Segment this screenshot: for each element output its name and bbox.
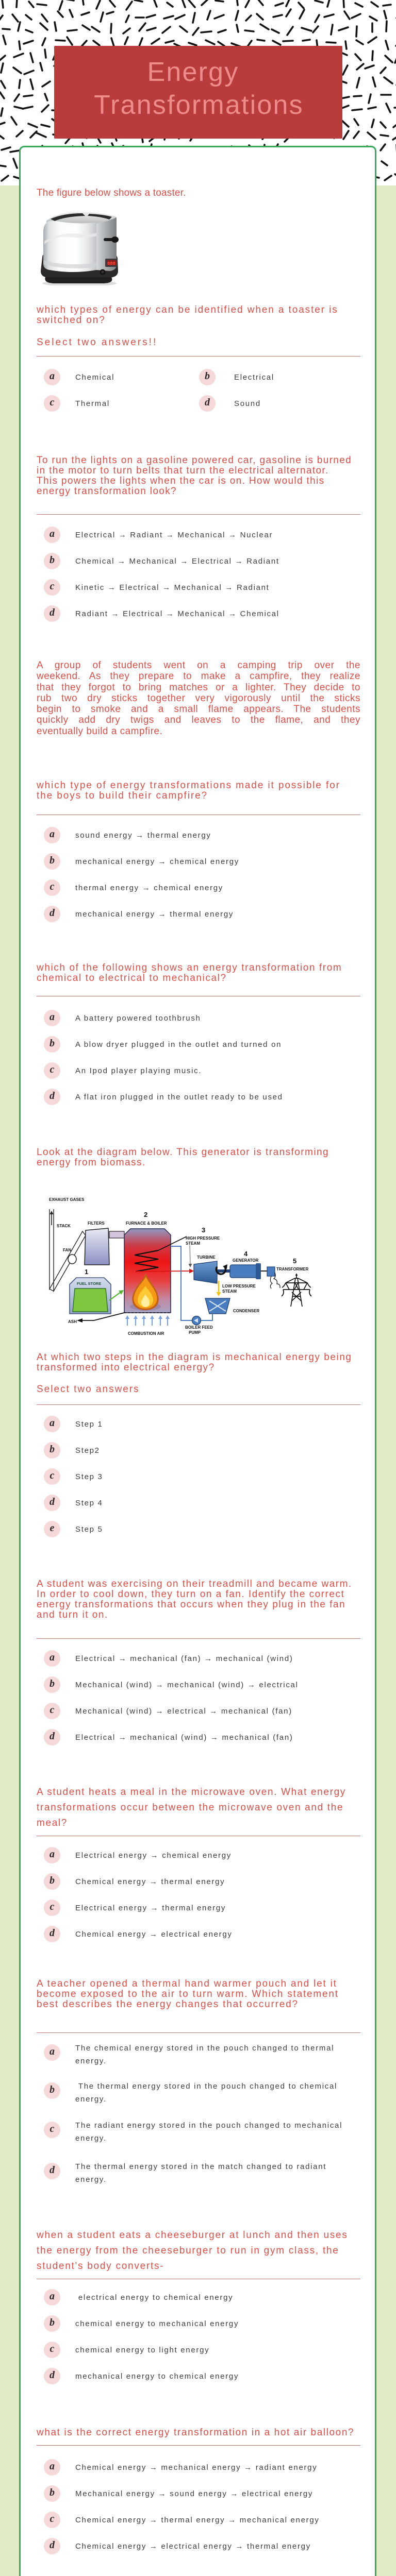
svg-text:TRANSFORMER: TRANSFORMER bbox=[276, 1267, 308, 1272]
svg-text:LOW PRESSURE: LOW PRESSURE bbox=[222, 1284, 256, 1289]
svg-text:3: 3 bbox=[202, 1226, 205, 1234]
svg-text:PUMP: PUMP bbox=[189, 1330, 201, 1335]
svg-text:FILTERS: FILTERS bbox=[88, 1221, 105, 1226]
svg-text:1: 1 bbox=[85, 1268, 88, 1276]
svg-text:HIGH PRESSURE: HIGH PRESSURE bbox=[186, 1236, 220, 1241]
svg-text:FAN: FAN bbox=[63, 1248, 71, 1252]
svg-text:TURBINE: TURBINE bbox=[197, 1255, 216, 1260]
svg-text:FURNACE & BOILER: FURNACE & BOILER bbox=[126, 1221, 167, 1226]
svg-text:5: 5 bbox=[293, 1257, 296, 1265]
svg-text:2: 2 bbox=[144, 1211, 147, 1218]
svg-text:GENERATOR: GENERATOR bbox=[233, 1258, 259, 1263]
svg-text:COMBUSTION AIR: COMBUSTION AIR bbox=[128, 1331, 164, 1336]
svg-text:FUEL STORE: FUEL STORE bbox=[77, 1281, 101, 1286]
svg-text:BOILER FEED: BOILER FEED bbox=[185, 1325, 213, 1330]
svg-text:EXHAUST GASES: EXHAUST GASES bbox=[49, 1197, 85, 1202]
svg-text:STEAM: STEAM bbox=[186, 1241, 200, 1246]
svg-text:STEAM: STEAM bbox=[222, 1289, 237, 1294]
svg-text:888: 888 bbox=[107, 261, 116, 266]
svg-text:STACK: STACK bbox=[57, 1224, 71, 1228]
svg-text:ASH: ASH bbox=[68, 1319, 77, 1324]
svg-text:CONDENSER: CONDENSER bbox=[233, 1309, 259, 1313]
svg-text:4: 4 bbox=[244, 1250, 248, 1258]
